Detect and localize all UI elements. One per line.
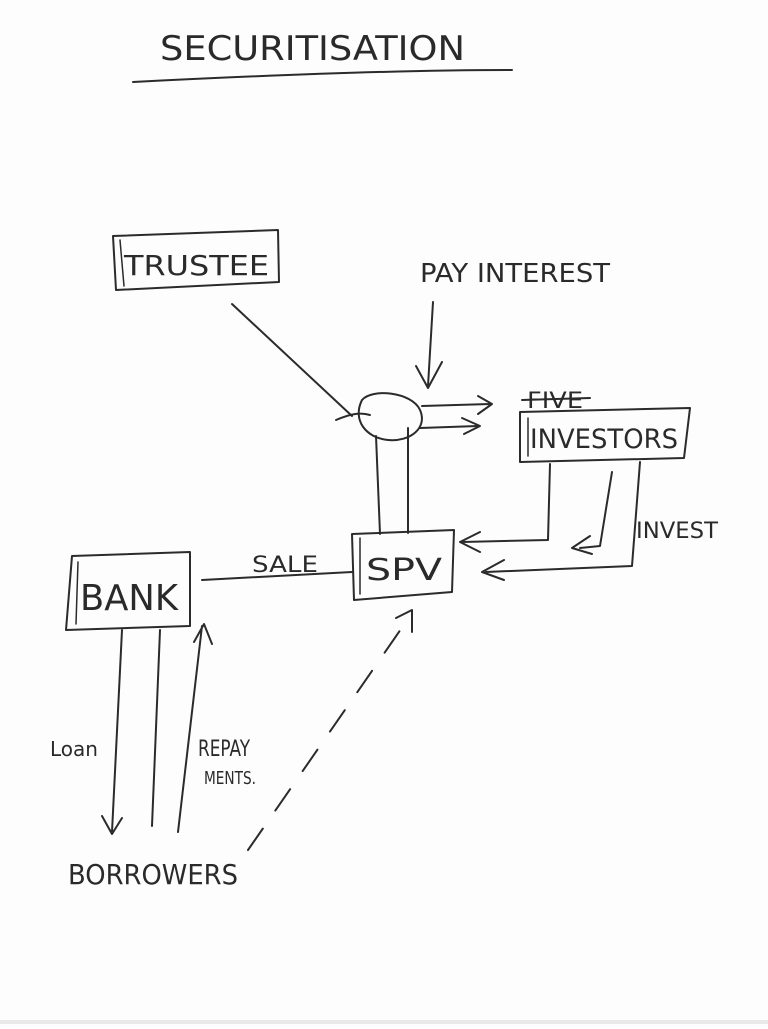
investors-label: INVESTORS: [530, 424, 678, 455]
ring-to-investors-arrow-top: [421, 395, 493, 415]
bank-borrowers-middle-line: [151, 629, 161, 827]
title-underline: [132, 69, 513, 83]
bank-spv-sale-line: [201, 571, 353, 581]
loan-arrow: [101, 629, 123, 835]
bank-box: [65, 551, 191, 631]
bank-label: BANK: [80, 578, 179, 619]
repayments-label-line2: MENTS.: [204, 768, 256, 789]
ring-to-spv-left-pipe: [375, 435, 381, 535]
trustee-box-double: [119, 239, 125, 287]
spv-box: [351, 529, 455, 601]
invest-label: INVEST: [636, 519, 719, 544]
loan-label: Loan: [50, 737, 98, 761]
borrowers-label: BORROWERS: [68, 858, 238, 891]
pay-interest-arrow: [415, 301, 443, 389]
trustee-box: [112, 229, 280, 291]
investors-to-spv-path-outer: [481, 461, 641, 581]
repayments-label-line1: REPAY: [198, 737, 250, 762]
scan-bottom-edge: [0, 1020, 768, 1024]
trustee-to-ring-line: [231, 303, 353, 417]
borrowers-to-spv-arrowhead: [395, 609, 413, 633]
investors-box: [519, 407, 691, 463]
bank-box-double: [75, 561, 79, 625]
trustee-label: TRUSTEE: [123, 249, 269, 282]
strike-through: [521, 397, 591, 401]
pay-interest-label: PAY INTEREST: [420, 259, 610, 289]
investors-to-spv-path-middle: [571, 471, 613, 555]
payment-ring: [357, 392, 423, 442]
borrowers-to-spv-dashed-arrow: [247, 615, 411, 851]
ring-to-investors-arrow-bottom: [419, 417, 481, 435]
ring-tail-left: [335, 412, 371, 421]
repayments-arrow: [177, 623, 213, 833]
spv-label: SPV: [366, 553, 443, 588]
investors-to-spv-path-inner: [459, 463, 551, 553]
diagram-title: SECURITISATION: [160, 29, 465, 69]
